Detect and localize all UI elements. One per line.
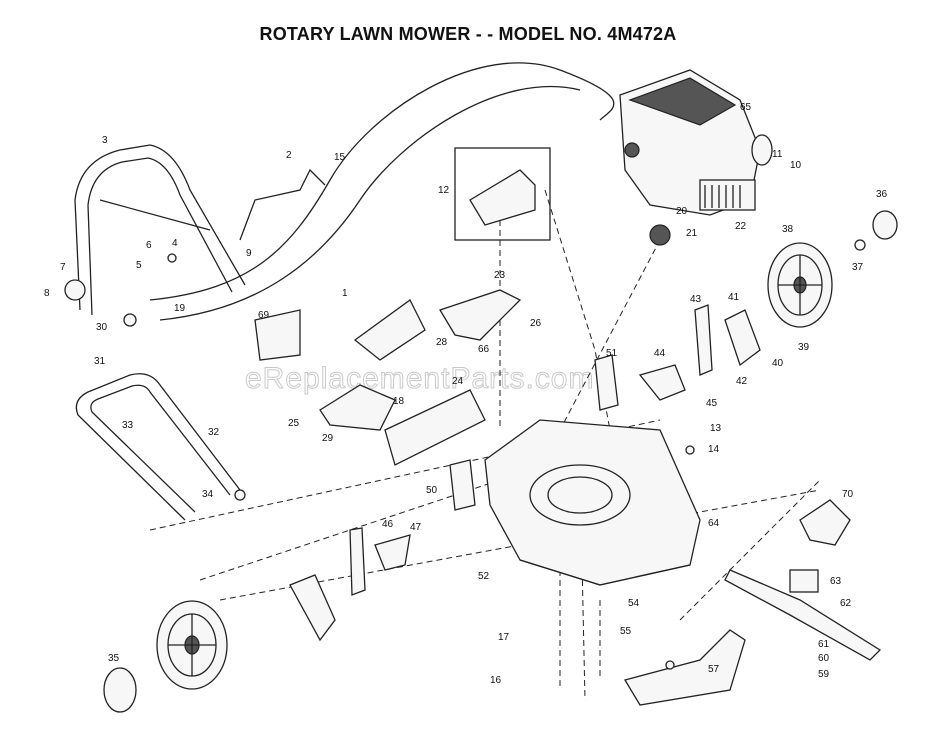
callout-52: 52 — [478, 571, 490, 582]
throttle-cable — [149, 62, 615, 301]
callout-70: 70 — [842, 489, 854, 500]
callout-20: 20 — [676, 206, 688, 217]
callout-43: 43 — [690, 294, 702, 305]
hub-cap-left — [103, 667, 137, 713]
callout-33: 33 — [122, 420, 134, 431]
callout-13: 13 — [710, 423, 722, 434]
mulch-plug — [799, 499, 851, 546]
callout-62: 62 — [840, 598, 852, 609]
callout-10: 10 — [790, 160, 802, 171]
callout-69: 69 — [258, 310, 270, 321]
diagram-title: ROTARY LAWN MOWER - - MODEL NO. 4M472A — [259, 24, 677, 44]
callout-36: 36 — [876, 189, 888, 200]
upper-handle — [74, 144, 246, 311]
callout-21: 21 — [686, 228, 698, 239]
callout-41: 41 — [728, 292, 740, 303]
callout-19: 19 — [174, 303, 186, 314]
callout-23: 23 — [494, 270, 506, 281]
callout-15: 15 — [334, 152, 346, 163]
callout-61: 61 — [818, 639, 830, 650]
callout-32: 32 — [208, 427, 220, 438]
callout-45: 45 — [706, 398, 718, 409]
callout-4: 4 — [172, 238, 178, 249]
callout-64: 64 — [708, 518, 720, 529]
callout-17: 17 — [498, 632, 510, 643]
callout-28: 28 — [436, 337, 448, 348]
callout-26: 26 — [530, 318, 542, 329]
height-adjuster-left — [289, 574, 336, 642]
wheel-left — [156, 600, 228, 690]
callout-55: 55 — [620, 626, 632, 637]
callout-12: 12 — [438, 185, 450, 196]
callout-2: 2 — [286, 150, 292, 161]
callout-29: 29 — [322, 433, 334, 444]
hub-cap-right — [872, 210, 898, 240]
callout-37: 37 — [852, 262, 864, 273]
callout-8: 8 — [44, 288, 50, 299]
knob-7 — [64, 279, 86, 301]
control-bar — [239, 168, 326, 241]
callout-11: 11 — [772, 149, 783, 160]
callout-22: 22 — [735, 221, 747, 232]
blade — [724, 569, 882, 661]
height-adjuster-right — [724, 309, 761, 367]
callout-3: 3 — [102, 135, 108, 146]
callout-65: 65 — [740, 102, 752, 113]
callout-18: 18 — [393, 396, 405, 407]
callout-25: 25 — [288, 418, 300, 429]
callout-63: 63 — [830, 576, 842, 587]
callout-1: 1 — [342, 288, 348, 299]
callout-51: 51 — [606, 348, 618, 359]
callout-16: 16 — [490, 675, 502, 686]
callout-60: 60 — [818, 653, 830, 664]
callout-30: 30 — [96, 322, 108, 333]
callout-31: 31 — [94, 356, 106, 367]
callout-66: 66 — [478, 344, 490, 355]
watermark-text: eReplacementParts.com — [245, 362, 594, 395]
callout-40: 40 — [772, 358, 784, 369]
rear-baffle — [384, 389, 486, 466]
lower-handle — [75, 373, 241, 521]
callout-46: 46 — [382, 519, 394, 530]
callout-9: 9 — [246, 248, 252, 259]
callout-14: 14 — [708, 444, 720, 455]
pulley-20 — [649, 224, 671, 246]
mower-deck — [484, 419, 701, 586]
engine — [619, 69, 773, 216]
wheel-right — [767, 242, 833, 328]
callout-50: 50 — [426, 485, 438, 496]
callout-35: 35 — [108, 653, 120, 664]
callout-59: 59 — [818, 669, 830, 680]
blade-adapter — [789, 569, 819, 593]
shield-frame — [454, 147, 551, 241]
callout-34: 34 — [202, 489, 214, 500]
callout-39: 39 — [798, 342, 810, 353]
cable-lower — [159, 85, 581, 321]
callout-24: 24 — [452, 376, 464, 387]
callout-57: 57 — [708, 664, 720, 675]
callout-6: 6 — [146, 240, 152, 251]
callout-47: 47 — [410, 522, 422, 533]
discharge-chute — [623, 629, 746, 706]
callout-44: 44 — [654, 348, 666, 359]
callout-42: 42 — [736, 376, 748, 387]
callout-38: 38 — [782, 224, 794, 235]
callout-54: 54 — [628, 598, 640, 609]
callout-5: 5 — [136, 260, 142, 271]
callout-7: 7 — [60, 262, 66, 273]
